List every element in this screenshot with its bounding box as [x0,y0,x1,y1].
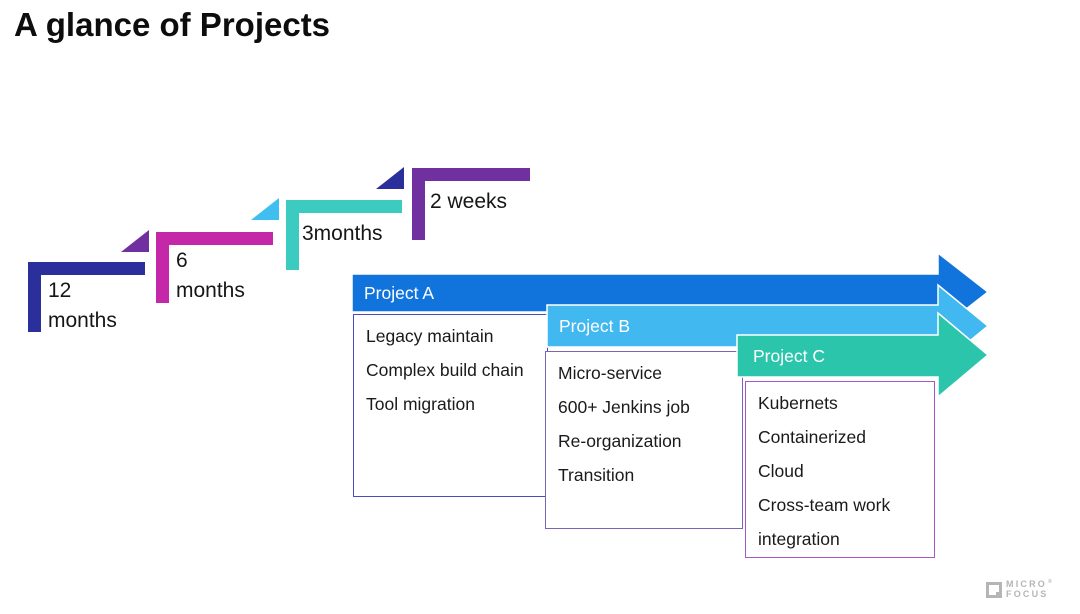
step-label-6-months: 6 months [176,249,245,302]
list-item: Legacy maintain [366,326,494,346]
step-bracket-3-months [286,200,402,270]
list-item: Re-organization [558,431,682,451]
step-connector-triangle-icon [251,198,279,220]
list-item: Complex build chain [366,360,524,380]
step-label-12-months: 12 months [48,279,117,332]
step-label-3-months: 3months [302,222,383,245]
list-item: Containerized [758,427,866,447]
project-c-bar-label: Project C [753,345,825,366]
list-item: Kubernets [758,393,838,413]
step-connector-triangle-icon [376,167,404,189]
project-b-details-box: Micro-service 600+ Jenkins job Re-organi… [545,351,743,529]
step-bracket-6-months [156,232,273,303]
step-connector-triangle-icon [121,230,149,252]
step-bracket-12-months [28,262,145,332]
registered-mark: ® [1048,579,1052,585]
microfocus-logo-icon [986,581,1002,598]
step-label-2-weeks: 2 weeks [430,190,508,213]
list-item: Tool migration [366,394,475,414]
microfocus-logo-text: MICRO® FOCUS [1006,579,1052,599]
step-bracket-2-weeks [412,168,530,240]
project-c-details-box: Kubernets Containerized Cloud Cross-team… [745,381,935,558]
list-item: Cloud [758,461,804,481]
list-item: Cross-team work integration [758,495,891,549]
microfocus-logo: MICRO® FOCUS [986,579,1052,599]
list-item: 600+ Jenkins job [558,397,690,417]
project-a-bar-label: Project A [364,282,435,303]
list-item: Transition [558,465,635,485]
page-title: A glance of Projects [14,6,331,43]
project-b-bar-label: Project B [559,315,630,336]
list-item: Micro-service [558,363,663,383]
project-a-details-box: Legacy maintain Complex build chain Tool… [353,314,548,497]
